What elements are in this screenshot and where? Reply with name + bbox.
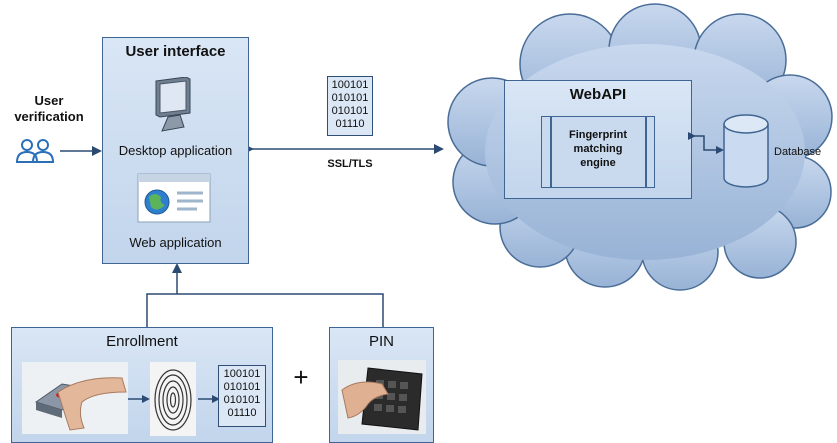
engine-divider-right [645,116,647,188]
database-connector [688,132,724,154]
engine-line: engine [580,157,616,169]
transport-binary-line: 010101 [331,92,369,104]
users-icon [15,139,55,163]
enrollment-binary-line: 010101 [223,381,261,393]
matching-engine-label: Fingerprint matching engine [551,128,645,170]
transport-binary-line: 100101 [331,79,369,91]
enrollment-arrows [128,395,220,403]
database-label: Database [774,146,822,158]
engine-line: Fingerprint [568,129,628,141]
engine-line: matching [573,143,623,155]
fingerprint-icon [150,362,196,436]
transport-binary-line: 01110 [335,118,365,130]
webapi-title: WebAPI [569,86,627,103]
enrollment-binary-line: 01110 [227,407,257,419]
pin-title: PIN [368,333,394,350]
user-interface-box [102,37,249,264]
input-bracket [146,293,384,327]
monitor-icon [155,77,191,132]
database-icon [723,114,769,188]
enrollment-title: Enrollment [106,333,178,350]
matching-engine-box [541,116,655,188]
plus-sign: + [293,362,309,392]
enrollment-binary-line: 100101 [223,368,261,380]
ssl-tls-label: SSL/TLS [327,158,373,170]
user-verification-label: User verification [6,93,92,125]
fingerprint-scanner-icon [22,362,128,434]
web-browser-icon [137,173,211,223]
enrollment-binary: 100101 010101 010101 01110 [218,365,266,427]
user-verification-line2: verification [14,109,84,124]
user-verification-line1: User [34,93,64,108]
transport-binary-line: 010101 [331,105,369,117]
transport-binary: 100101 010101 010101 01110 [327,76,373,136]
web-app-label: Web application [129,235,222,250]
engine-divider-left [550,116,552,188]
desktop-app-label: Desktop application [118,143,233,158]
pin-pad-icon [338,360,426,434]
user-interface-title: User interface [125,43,226,60]
enrollment-binary-line: 010101 [223,394,261,406]
